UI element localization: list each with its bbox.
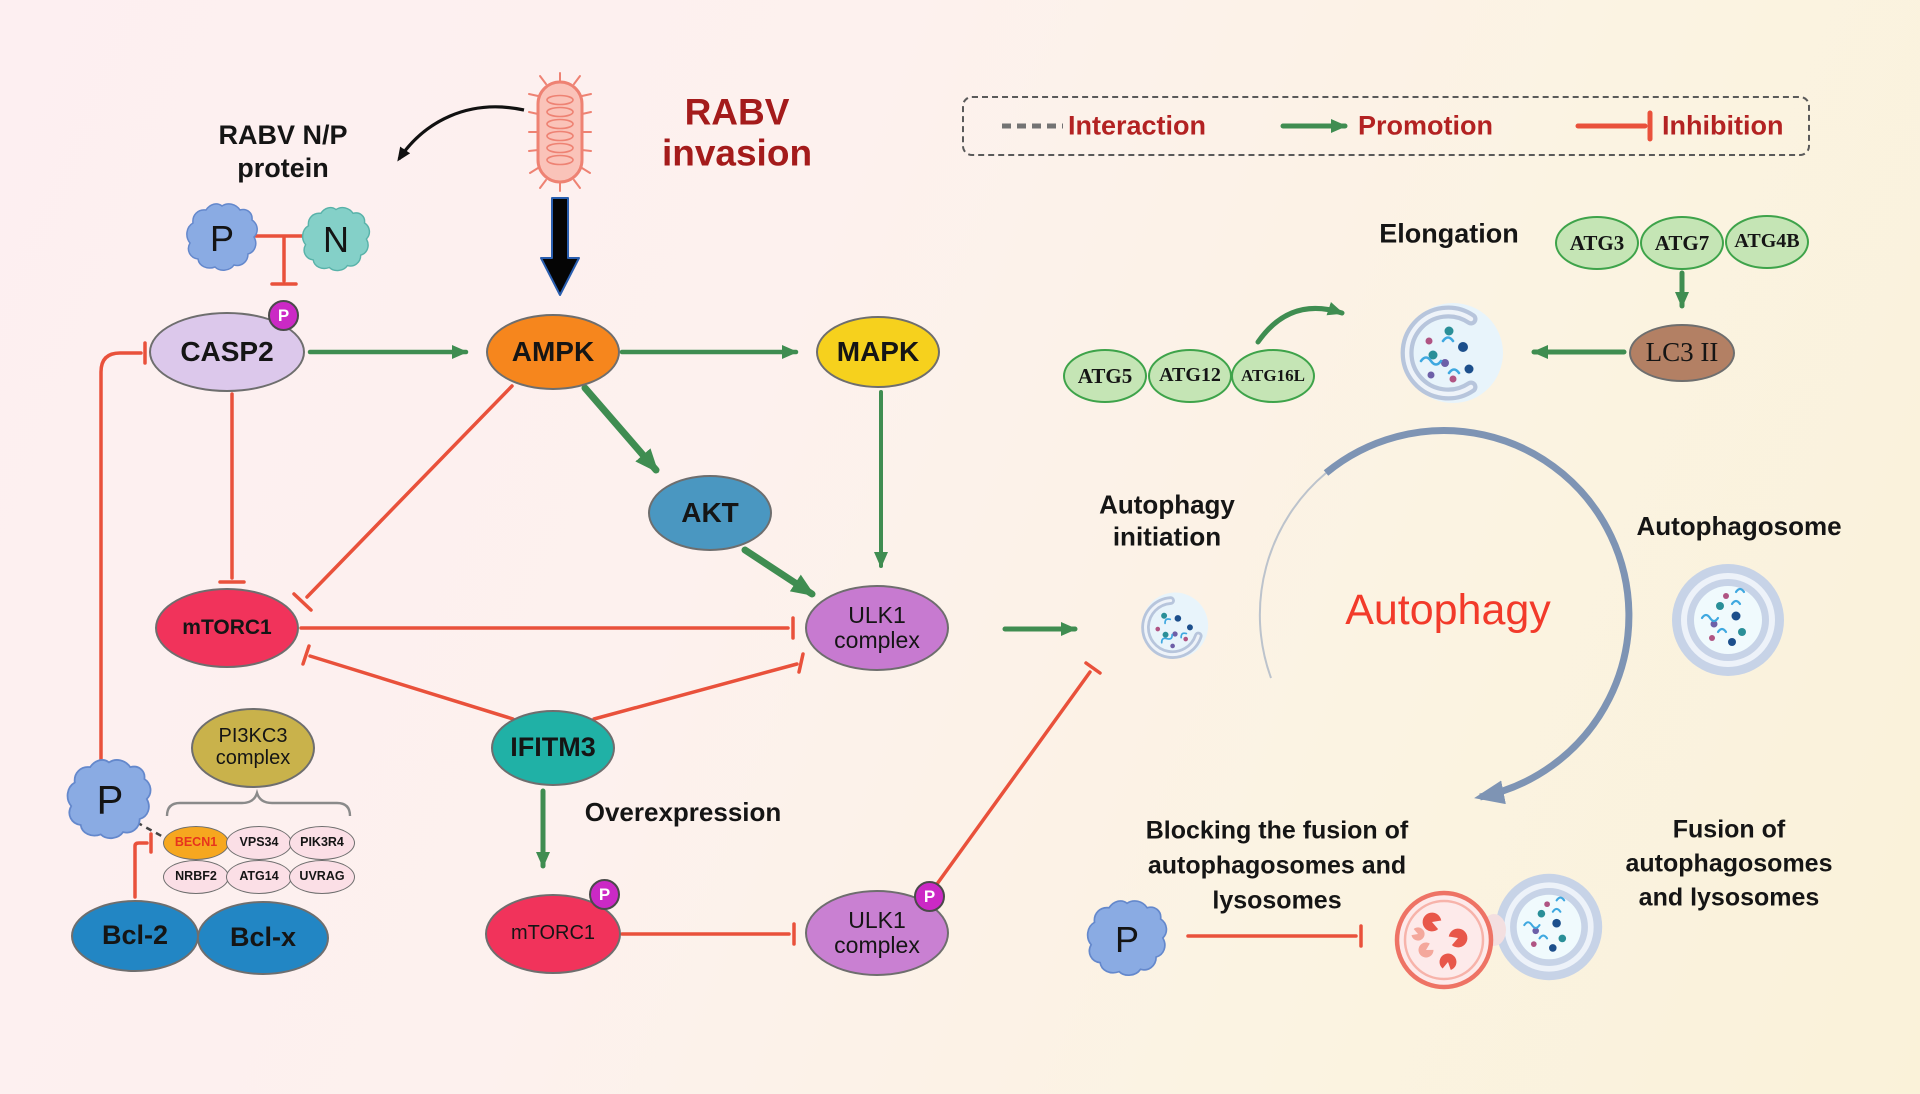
node-becn1: BECN1	[163, 826, 229, 860]
node-lc3ii: LC3 II	[1629, 324, 1735, 382]
node-ifitm3: IFITM3	[491, 710, 615, 786]
node-bcl2: Bcl-2	[71, 900, 199, 972]
node-atg14: ATG14	[226, 860, 292, 894]
fusion-label: Fusion of autophagosomes and lysosomes	[1625, 815, 1833, 911]
elongation-label: Elongation	[1379, 218, 1519, 249]
node-vps34: VPS34	[226, 826, 292, 860]
autophagosome-icon	[1670, 562, 1786, 678]
node-bclx: Bcl-x	[197, 901, 329, 975]
autophagy-label: Autophagy	[1345, 585, 1551, 634]
inhibit-mtorc1-ulk1	[299, 616, 795, 640]
inhibit-casp2-mtorc1	[218, 392, 246, 584]
inhibit-ifitm3-mtorc1	[301, 644, 515, 721]
rabv-invasion-title: RABV invasion	[661, 91, 813, 173]
phospho-badge-casp2: P	[268, 300, 299, 331]
node-mtorc1: mTORC1	[155, 588, 299, 668]
p-protein-letter-top: P	[209, 218, 235, 260]
legend-box	[962, 96, 1810, 156]
inhibit-ampk-mtorc1	[292, 384, 514, 612]
node-nrbf2: NRBF2	[163, 860, 229, 894]
p-protein-letter-bottom: P	[1114, 919, 1140, 961]
arrow-atg5-phagophore	[1255, 302, 1345, 345]
node-uvrag: UVRAG	[289, 860, 355, 894]
inhibit-mtorc1b-ulk1b	[620, 922, 796, 946]
dashed-p-becn1	[126, 815, 168, 841]
legend-inhibition-label: Inhibition	[1662, 110, 1784, 141]
node-atg16l: ATG16L	[1231, 349, 1315, 403]
n-protein-letter: N	[323, 219, 349, 261]
blocking-fusion-label: Blocking the fusion of autophagosomes an…	[1145, 816, 1409, 915]
overexpression-label: Overexpression	[584, 797, 782, 828]
invasion-down-arrow	[540, 197, 580, 296]
node-atg5: ATG5	[1063, 349, 1147, 403]
node-atg3: ATG3	[1555, 216, 1639, 270]
phospho-badge-ulk1: P	[914, 881, 945, 912]
autolysosome-fusion-icon	[1394, 872, 1604, 990]
node-atg12: ATG12	[1148, 349, 1232, 403]
pi3kc3-brace	[165, 788, 352, 817]
node-pi3kc3-complex: PI3KC3 complex	[191, 708, 315, 788]
phagophore-elongation-icon	[1403, 303, 1503, 403]
rabv-np-protein-label: RABV N/P protein	[218, 120, 348, 183]
node-ulk1-complex: ULK1 complex	[805, 585, 949, 671]
inhibit-p-casp2	[99, 341, 147, 764]
autophagy-cycle-arrow	[1258, 427, 1633, 805]
inhibit-p-fusion	[1186, 924, 1363, 948]
phagophore-initiation-icon	[1129, 579, 1222, 672]
interaction-lines	[126, 123, 1063, 841]
inhibit-ulk1b-initiation	[935, 661, 1102, 886]
inhibit-ifitm3-ulk1	[592, 652, 805, 721]
arrow-akt-ulk1	[741, 546, 816, 598]
phospho-badge-mtorc1: P	[589, 879, 620, 910]
autophagosome-label: Autophagosome	[1636, 511, 1842, 542]
p-protein-letter-left: P	[96, 778, 124, 823]
inhibit-pn-casp2	[254, 234, 314, 286]
legend-promotion-label: Promotion	[1358, 110, 1493, 141]
autophagy-initiation-label: Autophagy initiation	[1099, 489, 1235, 551]
virus-to-np-curved-arrow	[397, 105, 525, 162]
node-atg4b: ATG4B	[1725, 215, 1809, 269]
node-mtorc1-phospho: mTORC1	[485, 894, 621, 974]
legend-inhibition-glyph	[1575, 110, 1653, 142]
node-pik3r4: PIK3R4	[289, 826, 355, 860]
legend-interaction-label: Interaction	[1068, 110, 1207, 141]
node-akt: AKT	[648, 475, 772, 551]
node-ampk: AMPK	[486, 314, 620, 390]
virus-icon	[528, 72, 592, 192]
inhibit-bcl2-becn1	[133, 832, 153, 899]
arrow-ampk-akt	[581, 384, 660, 474]
promotion-arrows	[307, 119, 1689, 869]
node-atg7: ATG7	[1640, 216, 1724, 270]
node-mapk: MAPK	[816, 316, 940, 388]
